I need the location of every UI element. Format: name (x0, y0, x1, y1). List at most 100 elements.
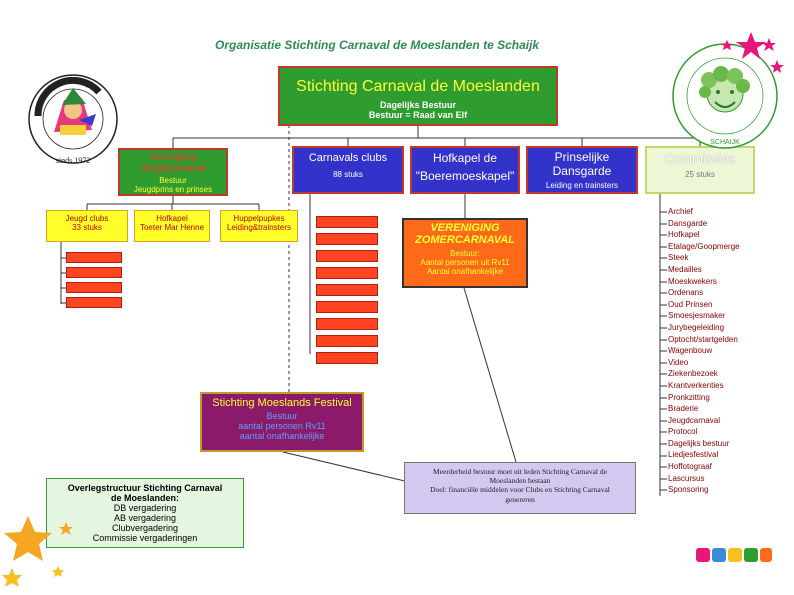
carnavals-club-placeholder (316, 301, 378, 313)
commissie-item: Lascursus (668, 473, 705, 483)
commissie-item: Braderie (668, 404, 699, 414)
zc-line-1: VERENIGING (430, 222, 500, 234)
prinselijke-dansgarde-box: Prinselijke Dansgarde Leiding en trainst… (526, 146, 638, 194)
cm-title: Commissies (664, 151, 736, 166)
commissie-item: Etalage/Goopmerge (668, 241, 740, 251)
carnavals-club-placeholder (316, 267, 378, 279)
jc-line-2: 33 stuks (72, 223, 102, 232)
vj-line-2: Jeugdcarnaval (140, 163, 206, 174)
star-icon (59, 522, 73, 535)
main-line-1: Dagelijks Bestuur (379, 100, 457, 110)
commissie-item: Video (668, 357, 689, 367)
commissie-item: Smoesjesmaker (668, 311, 726, 321)
logo-left-year: sinds 1972 (56, 156, 90, 165)
pd-line-2: Dansgarde (552, 164, 612, 178)
commissie-item: Ordenans (668, 288, 704, 298)
vj-line-1: Vereniging (149, 152, 197, 163)
commissie-item: Oud Prinsen (668, 299, 713, 309)
commissie-item: Dagelijks bestuur (668, 438, 730, 448)
note-line-2: Moeslanden bestaan (489, 476, 551, 486)
overlegstructuur-box: Overlegstructuur Stichting Carnaval de M… (46, 478, 244, 548)
jh-line-2: Toeter Mar Henne (139, 223, 205, 232)
star-icon (2, 568, 22, 587)
commissie-item: Sponsoring (668, 485, 709, 495)
og-item: DB vergadering (113, 503, 177, 513)
logo-right-place: SCHAIJK (710, 139, 740, 146)
commissie-item: Protocol (668, 427, 698, 437)
vj-line-4: Jeugdprins en prinses (133, 185, 213, 194)
commissie-item: Archief (668, 207, 693, 216)
vereniging-zomercarnaval-box: VERENIGING ZOMERCARNAVAL Bestuur: Aantal… (402, 218, 528, 288)
hu-line-2: Leiding&trainsters (226, 223, 292, 232)
star-icon (4, 516, 52, 561)
main-title: Stichting Carnaval de Moeslanden (296, 78, 540, 95)
note-line-1: Meerderheid bestuur moet uit leden Stich… (433, 467, 607, 476)
commissie-item: Pronkzitting (668, 392, 710, 402)
carnavals-club-placeholder (316, 233, 378, 245)
vereniging-jeugdcarnaval-box: Vereniging Jeugdcarnaval Bestuur Jeugdpr… (118, 148, 228, 196)
commissies-box: Commissies 25 stuks (645, 146, 755, 194)
commissie-item: Dansgarde (668, 218, 708, 228)
moeslands-festival-box: Stichting Moeslands Festival Bestuur aan… (200, 392, 364, 452)
zc-line-2: ZOMERCARNAVAL (415, 234, 515, 246)
jeugd-club-placeholder (66, 267, 122, 278)
commissie-item: Jurybegeleiding (668, 322, 725, 332)
stichting-carnaval-logo: SCHAIJK (672, 32, 784, 149)
commissies-list: Archief Dansgarde Hofkapel Etalage/Goopm… (668, 206, 778, 496)
mf-line-4: aantal onafhankelijke (239, 431, 325, 441)
main-foundation-box: Stichting Carnaval de Moeslanden Dagelij… (278, 66, 558, 126)
carnavals-club-placeholder (316, 250, 378, 262)
commissie-item: Jeugdcarnaval (668, 415, 721, 425)
commissie-item: Hofkapel (668, 230, 700, 240)
pd-line-3: Leiding en trainsters (545, 181, 619, 190)
commissie-item: Optocht/startgelden (668, 334, 738, 344)
star-icon (721, 40, 733, 50)
commissie-item: Liedjesfestival (668, 450, 719, 460)
jeugd-club-placeholder (66, 297, 122, 308)
hofkapel-box: Hofkapel de "Boeremoeskapel" (410, 146, 520, 194)
stars-decoration (2, 516, 73, 587)
star-icon (770, 60, 784, 73)
note-line-3: Doel: financiële middelen voor Clubs en … (430, 485, 610, 495)
carnavals-club-placeholder (316, 335, 378, 347)
hk-line-2: "Boeremoeskapel" (415, 169, 515, 183)
zc-line-4: Aantal personen uit Rv11 (420, 258, 510, 267)
cc-count: 88 stuks (333, 170, 363, 179)
carnavals-club-placeholder (316, 318, 378, 330)
jeugd-club-placeholder (66, 282, 122, 293)
og-line-1: Overlegstructuur Stichting Carnaval (67, 483, 223, 493)
cm-count: 25 stuks (685, 170, 715, 179)
zc-line-3: Bestuur: (450, 249, 480, 258)
star-icon (52, 566, 64, 577)
commissie-item: Wagenbouw (668, 346, 713, 356)
pd-line-1: Prinselijke (554, 150, 610, 164)
board-requirement-note: Meerderheid bestuur moet uit leden Stich… (404, 462, 636, 514)
vj-line-3: Bestuur (159, 176, 187, 185)
huppelpupkes-box: Huppelpupkes Leiding&trainsters (220, 210, 298, 242)
commissie-item: Hoffotograaf (668, 462, 712, 472)
star-icon (736, 32, 766, 59)
og-item: AB vergadering (113, 513, 177, 523)
carnavals-club-placeholder (316, 352, 378, 364)
commissie-item: Moeskwekers (668, 276, 717, 286)
mf-line-3: aantal personen Rv11 (238, 421, 326, 431)
page-title: Organisatie Stichting Carnaval de Moesla… (215, 38, 540, 52)
carnavals-club-placeholder (316, 216, 378, 228)
jh-line-1: Hofkapel (156, 214, 188, 223)
og-item: Commissie vergaderingen (92, 533, 198, 543)
zc-line-5: Aantal onafhankelijke (426, 267, 504, 276)
og-item: Clubvergadering (111, 523, 179, 533)
mf-line-2: Bestuur (266, 411, 298, 421)
jeugd-clubs-box: Jeugd clubs 33 stuks (46, 210, 128, 242)
star-icon (762, 38, 776, 51)
og-line-2: de Moeslanden: (110, 493, 179, 503)
main-line-2: Bestuur = Raad van Elf (368, 110, 468, 120)
commissie-item: Medailles (668, 264, 702, 274)
mf-line-1: Stichting Moeslands Festival (212, 397, 352, 409)
cc-title: Carnavals clubs (308, 152, 388, 164)
jc-line-1: Jeugd clubs (65, 214, 109, 223)
commissie-item: Steek (668, 253, 689, 263)
carnavals-club-placeholder (316, 284, 378, 296)
carnavals-clubs-box: Carnavals clubs 88 stuks (292, 146, 404, 194)
